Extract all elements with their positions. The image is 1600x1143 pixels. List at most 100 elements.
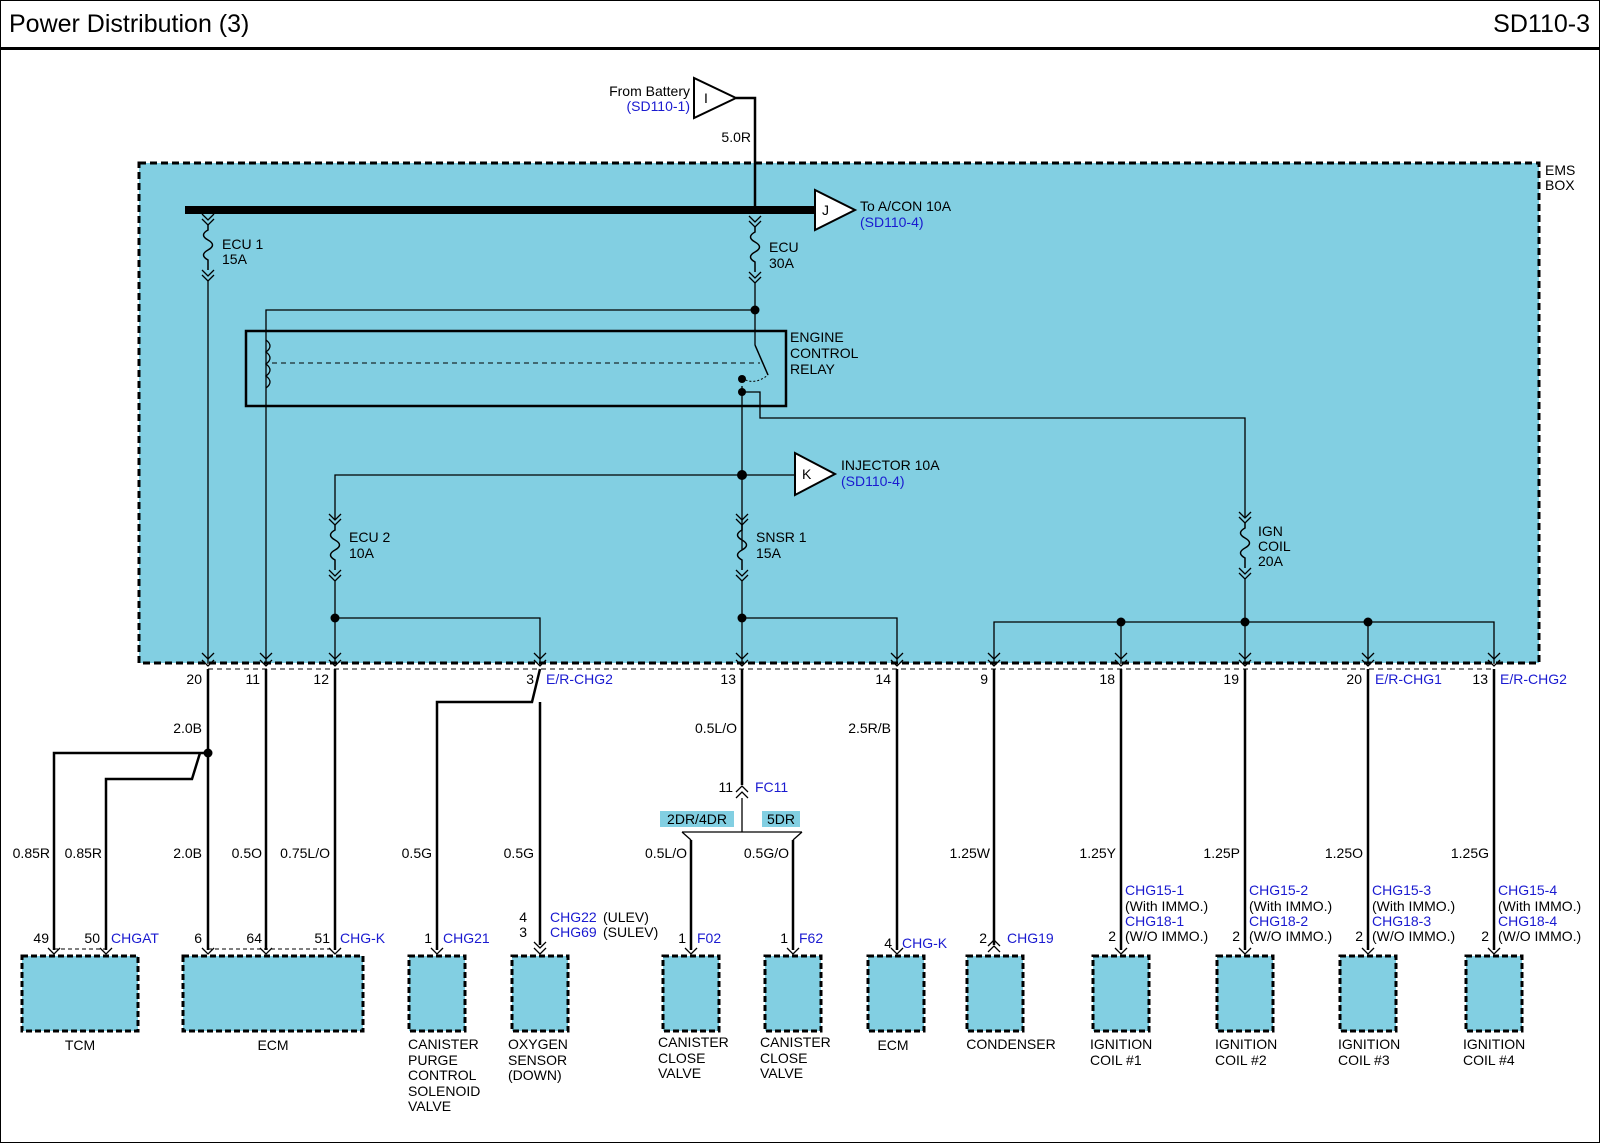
o2-note-b: (SULEV) <box>603 924 658 940</box>
purge-connector: CHG21 <box>443 930 490 946</box>
ecm2-connector: CHG-K <box>902 935 948 951</box>
coil3-name-1: IGNITION <box>1338 1036 1400 1052</box>
connector-j <box>814 188 858 232</box>
purge-name-2: PURGE <box>408 1052 458 1068</box>
condenser-connector: CHG19 <box>1007 930 1054 946</box>
fc11-name: FC11 <box>755 779 788 795</box>
coil1-name-2: COIL #1 <box>1090 1052 1142 1068</box>
ems-box <box>137 161 1541 665</box>
wire-coil4: 1.25G <box>1451 845 1489 861</box>
option-a: 2DR/4DR <box>667 811 727 827</box>
ccv2-name-2: CLOSE <box>760 1050 807 1066</box>
ecm-2-component <box>866 954 926 1033</box>
condenser-component <box>965 954 1025 1033</box>
ecm-pin-2: 64 <box>246 930 262 946</box>
ems-box-label: EMS <box>1545 162 1575 178</box>
box-pin-13: 13 <box>720 671 736 687</box>
wire-purge: 0.5G <box>402 845 432 861</box>
purge-name-4: SOLENOID <box>408 1083 480 1099</box>
wire-coil2: 1.25P <box>1203 845 1240 861</box>
o2-note-a: (ULEV) <box>603 909 649 925</box>
coil4-pin: 2 <box>1481 928 1489 944</box>
page-code: SD110-3 <box>1493 10 1590 38</box>
wire-ecm-05o: 0.5O <box>232 845 262 861</box>
condenser-pin: 2 <box>979 930 987 946</box>
tcm-name: TCM <box>65 1037 95 1053</box>
wire-cond: 1.25W <box>950 845 991 861</box>
battery-wire-label: 5.0R <box>721 129 751 145</box>
coil4-connector-b: CHG18-4 <box>1498 913 1557 929</box>
box-pin-20b: 20 <box>1346 671 1362 687</box>
coil2-note-b: (W/O IMMO.) <box>1249 928 1332 944</box>
coil3-connector-b: CHG18-3 <box>1372 913 1431 929</box>
coil3-pin: 2 <box>1355 928 1363 944</box>
coil1-pin: 2 <box>1108 928 1116 944</box>
box-pin-3: 3 <box>526 671 534 687</box>
ccv1-name-1: CANISTER <box>658 1034 729 1050</box>
coil2-note-a: (With IMMO.) <box>1249 898 1332 914</box>
relay-label-3: RELAY <box>790 361 836 377</box>
ccv1-name-2: CLOSE <box>658 1050 705 1066</box>
ccv2-name-1: CANISTER <box>760 1034 831 1050</box>
battery-connector-i <box>693 76 739 120</box>
engine-control-relay <box>244 329 788 408</box>
relay-label-2: CONTROL <box>790 345 859 361</box>
box-pin-13b-connector: E/R-CHG2 <box>1500 671 1567 687</box>
o2-name-2: SENSOR <box>508 1052 567 1068</box>
fuse-ecu-rating: 30A <box>769 255 795 271</box>
wire-ecm14: 2.5R/B <box>848 720 891 736</box>
o2-name-1: OXYGEN <box>508 1036 568 1052</box>
fc11-connector <box>681 785 803 841</box>
external-wires <box>52 668 1496 950</box>
connector-k-letter: K <box>802 466 812 482</box>
oxygen-sensor-component <box>510 954 570 1033</box>
canister-close-valve-2-component <box>763 954 823 1033</box>
box-pin-14: 14 <box>875 671 891 687</box>
box-pin-18: 18 <box>1099 671 1115 687</box>
fuse-ign-coil-rating: 20A <box>1258 553 1284 569</box>
tcm-pin-2: 50 <box>84 930 100 946</box>
coil4-connector-a: CHG15-4 <box>1498 882 1557 898</box>
ecm2-name: ECM <box>877 1037 908 1053</box>
o2-pin-b: 3 <box>519 924 527 940</box>
option-a-badge <box>660 811 734 827</box>
wire-ecm-2b: 2.0B <box>173 845 202 861</box>
coil4-note-b: (W/O IMMO.) <box>1498 928 1581 944</box>
relay-coil <box>264 339 271 389</box>
wire-coil3: 1.25O <box>1325 845 1363 861</box>
connector-j-ref: (SD110-4) <box>860 214 924 230</box>
ccv2-connector: F62 <box>799 930 823 946</box>
connector-k-label: INJECTOR 10A <box>841 457 940 473</box>
header-bar: Power Distribution (3) SD110-3 <box>0 0 1600 50</box>
tcm-pin-1: 49 <box>33 930 49 946</box>
coil4-name-2: COIL #4 <box>1463 1052 1515 1068</box>
ccv1-name-3: VALVE <box>658 1065 701 1081</box>
canister-close-valve-1-component <box>661 954 721 1033</box>
wire-w20: 2.0B <box>173 720 202 736</box>
coil1-connector-b: CHG18-1 <box>1125 913 1184 929</box>
fc11-pin: 11 <box>718 779 733 795</box>
coil2-connector-a: CHG15-2 <box>1249 882 1308 898</box>
box-pin-11: 11 <box>245 671 260 687</box>
coil2-pin: 2 <box>1232 928 1240 944</box>
o2-pin-a: 4 <box>519 909 527 925</box>
option-b-badge <box>762 811 800 827</box>
ignition-coil-2-component <box>1215 954 1275 1033</box>
coil3-note-a: (With IMMO.) <box>1372 898 1455 914</box>
page-title: Power Distribution (3) <box>9 10 250 38</box>
purge-name-5: VALVE <box>408 1098 451 1114</box>
o2-connector-b: CHG69 <box>550 924 597 940</box>
fuse-ecu2-rating: 10A <box>349 545 375 561</box>
battery-connector-letter: I <box>704 90 708 106</box>
tcm-component <box>20 954 140 1033</box>
coil1-note-a: (With IMMO.) <box>1125 898 1208 914</box>
relay-switch <box>754 344 769 376</box>
box-pin-13b: 13 <box>1472 671 1488 687</box>
fuse-ecu-name: ECU <box>769 239 799 255</box>
purge-pin: 1 <box>424 930 432 946</box>
ecm-pin-3: 51 <box>314 930 330 946</box>
battery-wire <box>736 96 757 206</box>
connector-k-ref: (SD110-4) <box>841 473 905 489</box>
fuse-ecu1-rating: 15A <box>222 251 248 267</box>
